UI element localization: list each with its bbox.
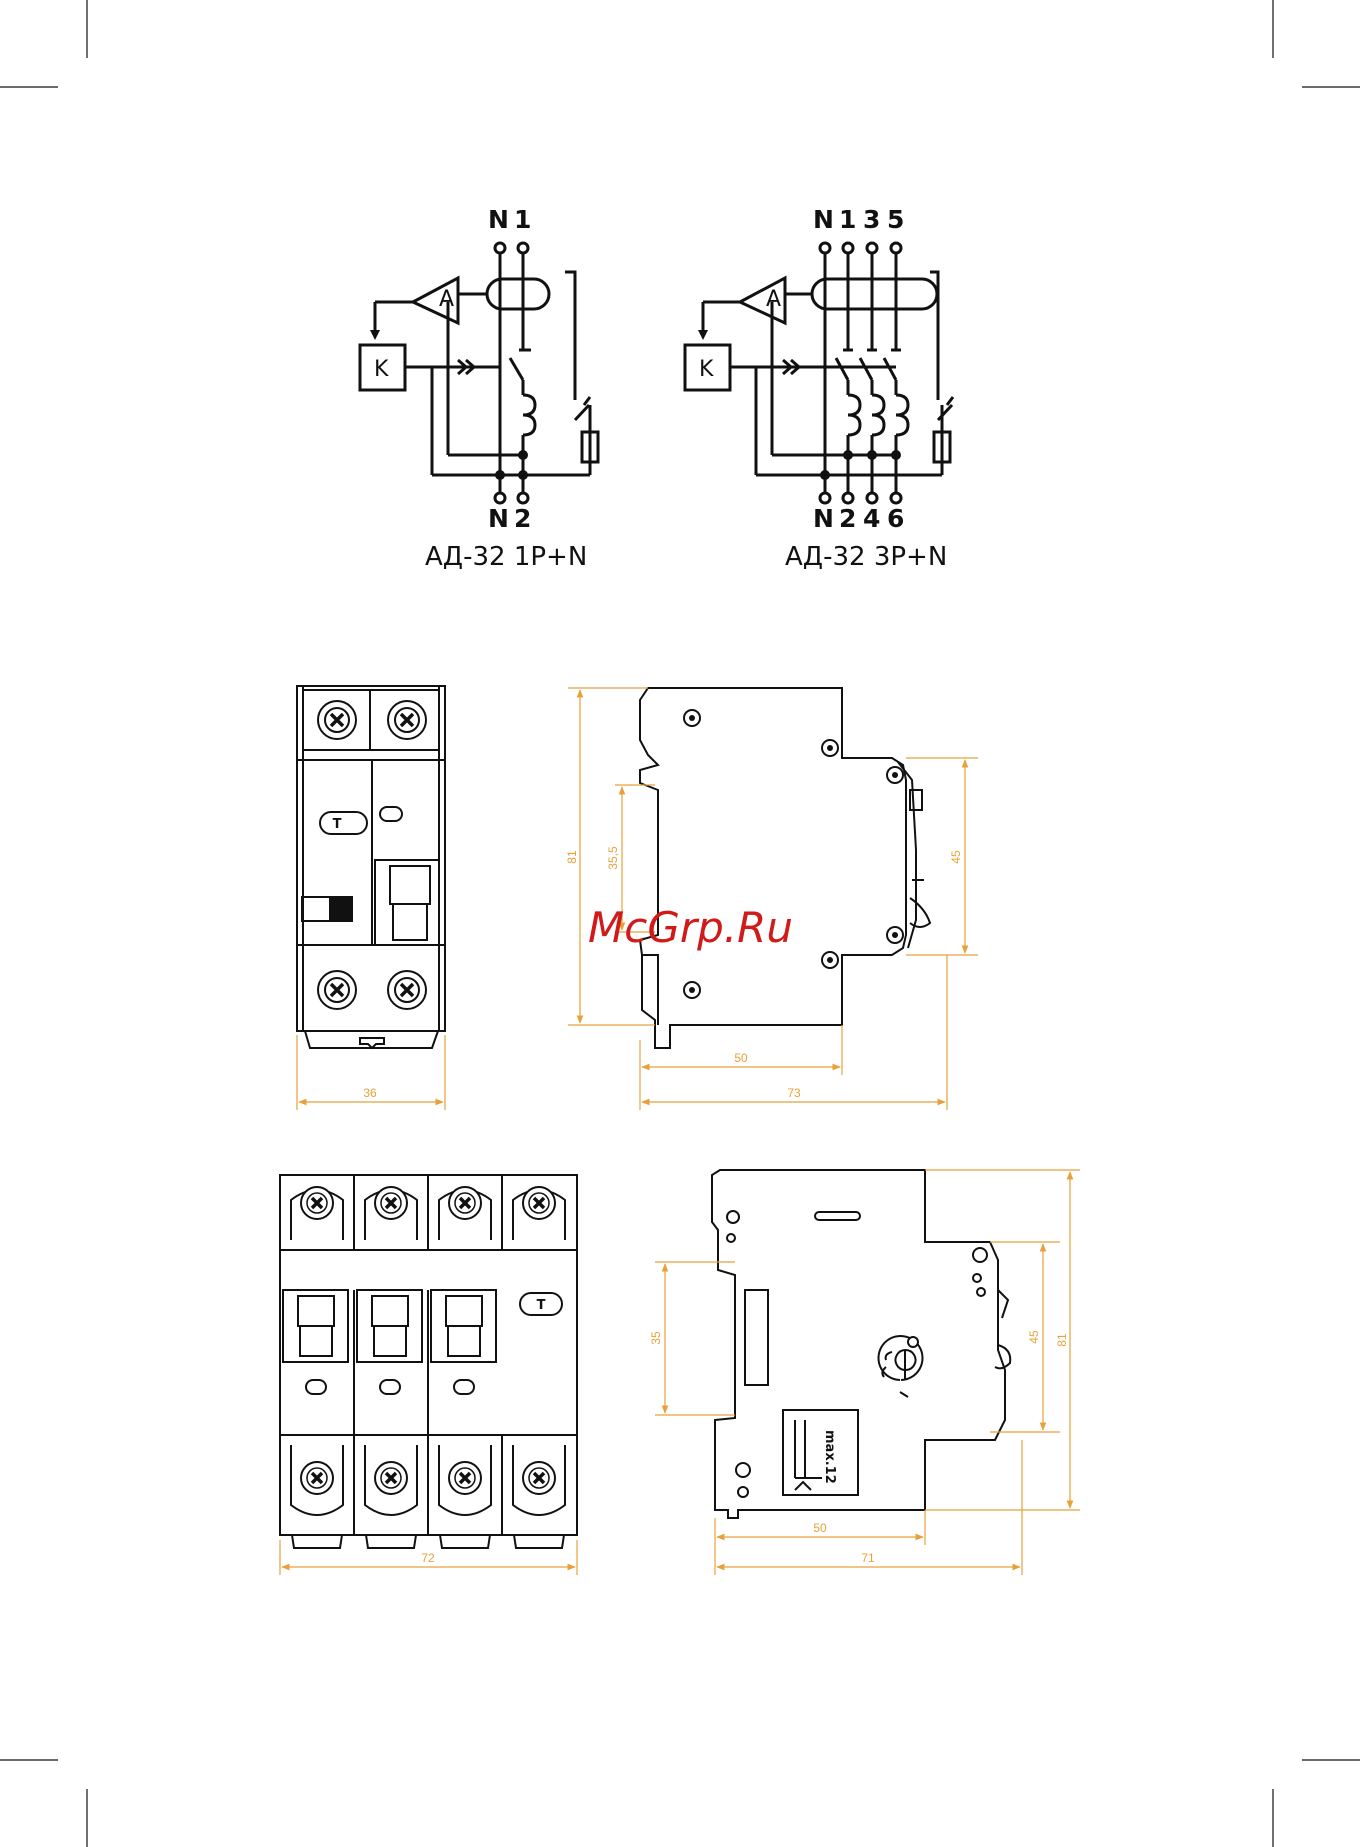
scheme-2-trip-label: K [699,357,714,382]
scheme-2-caption: АД-32 3P+N [785,542,947,572]
scheme-2-top-1: 1 [839,205,856,234]
scheme-3p-n [685,243,953,503]
dim-face-45-4p: 45 [1027,1330,1041,1344]
dim-height-81-4p: 81 [1055,1333,1069,1347]
scheme-1-caption: АД-32 1P+N [425,542,587,572]
scheme-2-bottom-6: 6 [887,504,904,533]
dim-height-81: 81 [565,850,579,864]
dim-depth-50: 50 [734,1051,748,1065]
dim-face-45: 45 [949,850,963,864]
scheme-1p-n [360,243,598,503]
scheme-1-trip-label: K [374,357,389,382]
scheme-2-amplifier-label: A [766,287,781,312]
dim-width-72: 72 [421,1551,435,1565]
scheme-1-bottom-2: 2 [514,504,531,533]
dim-depth-73: 73 [787,1086,801,1100]
scheme-1-top-n: N [488,205,509,234]
dim-depth-71: 71 [861,1551,875,1565]
side-view-4p [712,1170,1010,1518]
scheme-1-bottom-n: N [488,504,509,533]
watermark: McGrp.Ru [588,903,793,952]
cable-max-label: max.12 [822,1430,837,1484]
scheme-2-top-5: 5 [887,205,904,234]
dim-width-36: 36 [363,1086,377,1100]
k-arrow-icon [370,330,380,340]
test-button-label-4p: T [537,1298,546,1313]
scheme-1-amplifier-label: A [439,287,454,312]
scheme-2-top-n: N [813,205,834,234]
scheme-2-bottom-n: N [813,504,834,533]
dim-depth-50-4p: 50 [813,1521,827,1535]
test-button-label: T [333,817,342,832]
dim-rail-35: 35 [649,1331,663,1345]
scheme-2-bottom-4: 4 [863,504,880,533]
side-view-2p [640,688,930,1048]
scheme-2-top-3: 3 [863,205,880,234]
scheme-1-top-1: 1 [514,205,531,234]
dim-rail-35-5: 35,5 [606,846,620,870]
k-arrow-icon [698,330,708,340]
scheme-2-bottom-2: 2 [839,504,856,533]
